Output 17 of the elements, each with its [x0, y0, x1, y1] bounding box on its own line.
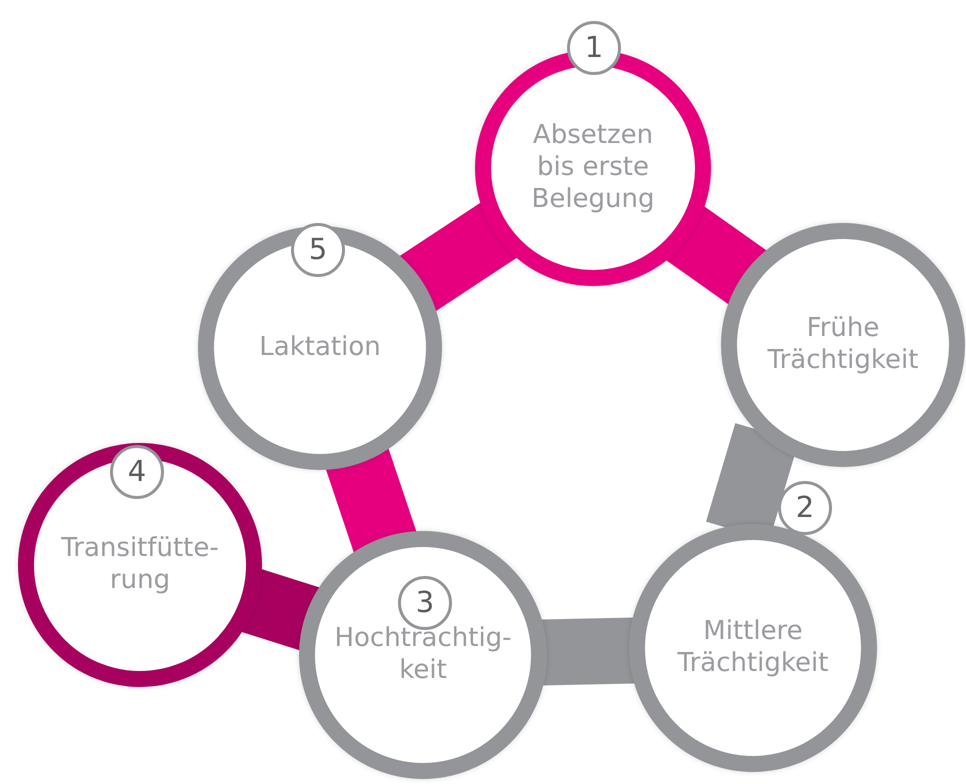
step-number: 1: [584, 30, 604, 66]
connector-band: [240, 568, 321, 651]
number-badge: [567, 21, 621, 75]
step-number: 2: [796, 490, 814, 526]
stage-label: Hochträchtig- keit: [333, 623, 513, 687]
connector-band: [540, 618, 636, 686]
connector-band: [326, 447, 417, 554]
step-number: 5: [308, 232, 328, 268]
connector-band: [398, 202, 518, 312]
step-number: 3: [416, 585, 434, 621]
stage-label: Mittlere Trächtigkeit: [676, 616, 830, 680]
connector-band: [665, 206, 768, 305]
step-number: 4: [128, 454, 146, 490]
stage-label: Absetzen bis erste Belegung: [530, 120, 656, 216]
stage-label: Transitfütte- rung: [60, 533, 220, 597]
stage-label: Laktation: [259, 332, 381, 364]
stage-label: Frühe Trächtigkeit: [766, 313, 920, 377]
